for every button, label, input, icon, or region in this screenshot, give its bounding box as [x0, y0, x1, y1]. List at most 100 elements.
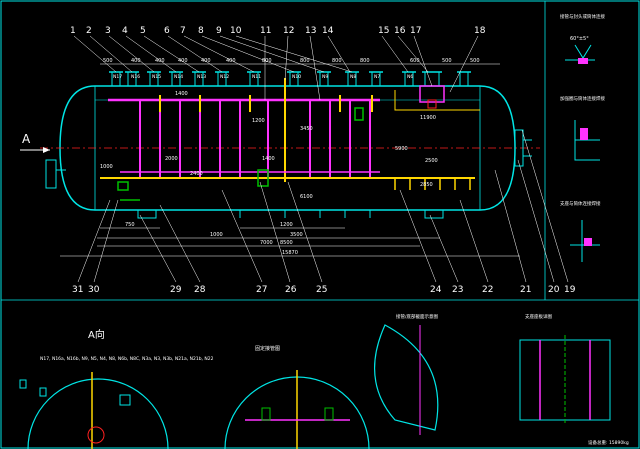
svg-text:1400: 1400 [262, 156, 275, 162]
svg-text:800: 800 [360, 58, 370, 64]
bottom-nozzles [239, 210, 371, 218]
svg-text:8500: 8500 [280, 240, 293, 246]
balloon-leaders-bottom [77, 129, 569, 283]
right-mid-title: 接管/底部截面示意图 [396, 313, 439, 320]
svg-text:N16: N16 [131, 74, 140, 80]
balloon-1: 1 [70, 26, 76, 36]
balloon-13: 13 [305, 26, 316, 36]
weld-detail-1-fill [578, 58, 588, 64]
svg-text:800: 800 [332, 58, 342, 64]
mid-section-supports [261, 407, 334, 421]
balloon-3: 3 [105, 26, 111, 36]
balloon-5: 5 [140, 26, 146, 36]
view-a-section: A向 N17, N16a, N16b, N9, N5, N4, N8, N6b,… [19, 328, 214, 449]
vessel-main-view: A 500 400 400 400 400 400 [20, 26, 576, 295]
svg-text:15870: 15870 [282, 250, 298, 256]
svg-text:1200: 1200 [252, 118, 265, 124]
view-a-arrow-head [43, 147, 50, 153]
balloon-10: 10 [230, 26, 242, 36]
balloon-30: 30 [88, 285, 100, 295]
balloon-4: 4 [122, 26, 128, 36]
balloon-31: 31 [72, 285, 83, 295]
balloon-17: 17 [410, 26, 421, 36]
view-a-circle [27, 378, 169, 449]
balloon-6: 6 [164, 26, 170, 36]
right-weir [394, 90, 480, 111]
balloons-top-row: 1 2 3 4 5 6 7 8 9 10 11 12 13 14 15 16 1… [70, 26, 486, 36]
inner-dims: 1400 1200 11900 2400 3450 5900 2500 2000… [100, 91, 438, 200]
svg-text:1200: 1200 [280, 222, 293, 228]
weld-detail-2-fill [580, 128, 588, 140]
weld-detail-1-title: 接管与封头或筒体连接 [560, 13, 605, 20]
balloon-24: 24 [430, 285, 442, 295]
balloon-29: 29 [170, 285, 182, 295]
balloon-19: 19 [564, 285, 576, 295]
svg-text:2850: 2850 [420, 182, 433, 188]
view-a-nozzle-list: N17, N16a, N16b, N9, N5, N4, N8, N6b, N8… [40, 356, 214, 362]
svg-text:2000: 2000 [165, 156, 178, 162]
svg-text:500: 500 [470, 58, 480, 64]
balloon-7: 7 [180, 26, 186, 36]
balloon-20: 20 [548, 285, 560, 295]
balloon-23: 23 [452, 285, 463, 295]
svg-text:1000: 1000 [100, 164, 113, 170]
svg-text:N13: N13 [197, 74, 206, 80]
right-mid-section: 接管/底部截面示意图 [374, 313, 439, 435]
balloon-25: 25 [316, 285, 327, 295]
svg-text:3450: 3450 [300, 126, 313, 132]
weight-note: 设备总重: 15890kg [588, 439, 629, 446]
weld-detail-3-fill [584, 238, 592, 246]
balloon-14: 14 [322, 26, 334, 36]
balloon-27: 27 [256, 285, 267, 295]
svg-text:600: 600 [410, 58, 420, 64]
svg-text:1000: 1000 [210, 232, 223, 238]
view-a-title: A向 [88, 328, 105, 341]
balloon-18: 18 [474, 26, 486, 36]
vertical-magenta-pipes [139, 100, 371, 178]
balloon-11: 11 [260, 26, 271, 36]
svg-text:400: 400 [131, 58, 141, 64]
green-supports [117, 107, 364, 201]
saddle-supports [137, 209, 444, 219]
balloon-12: 12 [283, 26, 294, 36]
svg-text:800: 800 [262, 58, 272, 64]
svg-text:2400: 2400 [190, 171, 203, 177]
balloons-bottom-row: 31 30 29 28 27 26 25 24 23 22 21 20 19 [72, 285, 576, 295]
svg-text:N12: N12 [220, 74, 229, 80]
mid-section-title: 固定接管图 [255, 345, 280, 352]
bottom-dim-texts: 750 1200 3500 1000 8500 7000 15870 [125, 222, 303, 256]
weld-detail-1-angle: 60°±5° [570, 36, 589, 42]
svg-text:400: 400 [226, 58, 236, 64]
right-manway-flange [514, 129, 524, 167]
balloon-22: 22 [482, 285, 493, 295]
balloon-9: 9 [216, 26, 222, 36]
svg-text:N11: N11 [252, 74, 261, 80]
balloon-28: 28 [194, 285, 206, 295]
svg-text:1400: 1400 [175, 91, 188, 97]
svg-text:500: 500 [103, 58, 113, 64]
view-a-label: A [22, 132, 31, 146]
mid-section-view: 固定接管图 [224, 345, 370, 449]
balloon-8: 8 [198, 26, 204, 36]
svg-text:11900: 11900 [420, 115, 436, 121]
svg-text:N9: N9 [322, 74, 328, 80]
lower-drop-pipes [394, 178, 471, 190]
svg-text:N7: N7 [374, 74, 380, 80]
weld-detail-2-title: 加强圈与筒体连接焊接 [560, 95, 605, 102]
saddle-detail-title: 支座座板详图 [525, 313, 552, 320]
left-nozzle-flange [45, 159, 57, 189]
svg-text:N8: N8 [350, 74, 356, 80]
svg-text:6100: 6100 [300, 194, 313, 200]
top-nozzles [111, 71, 469, 87]
svg-text:7000: 7000 [260, 240, 273, 246]
right-box-red [427, 99, 437, 109]
svg-text:N17: N17 [113, 74, 122, 80]
svg-text:750: 750 [125, 222, 135, 228]
balloon-2: 2 [86, 26, 92, 36]
svg-text:N10: N10 [292, 74, 301, 80]
svg-text:800: 800 [300, 58, 310, 64]
svg-text:2500: 2500 [425, 158, 438, 164]
svg-text:400: 400 [155, 58, 165, 64]
